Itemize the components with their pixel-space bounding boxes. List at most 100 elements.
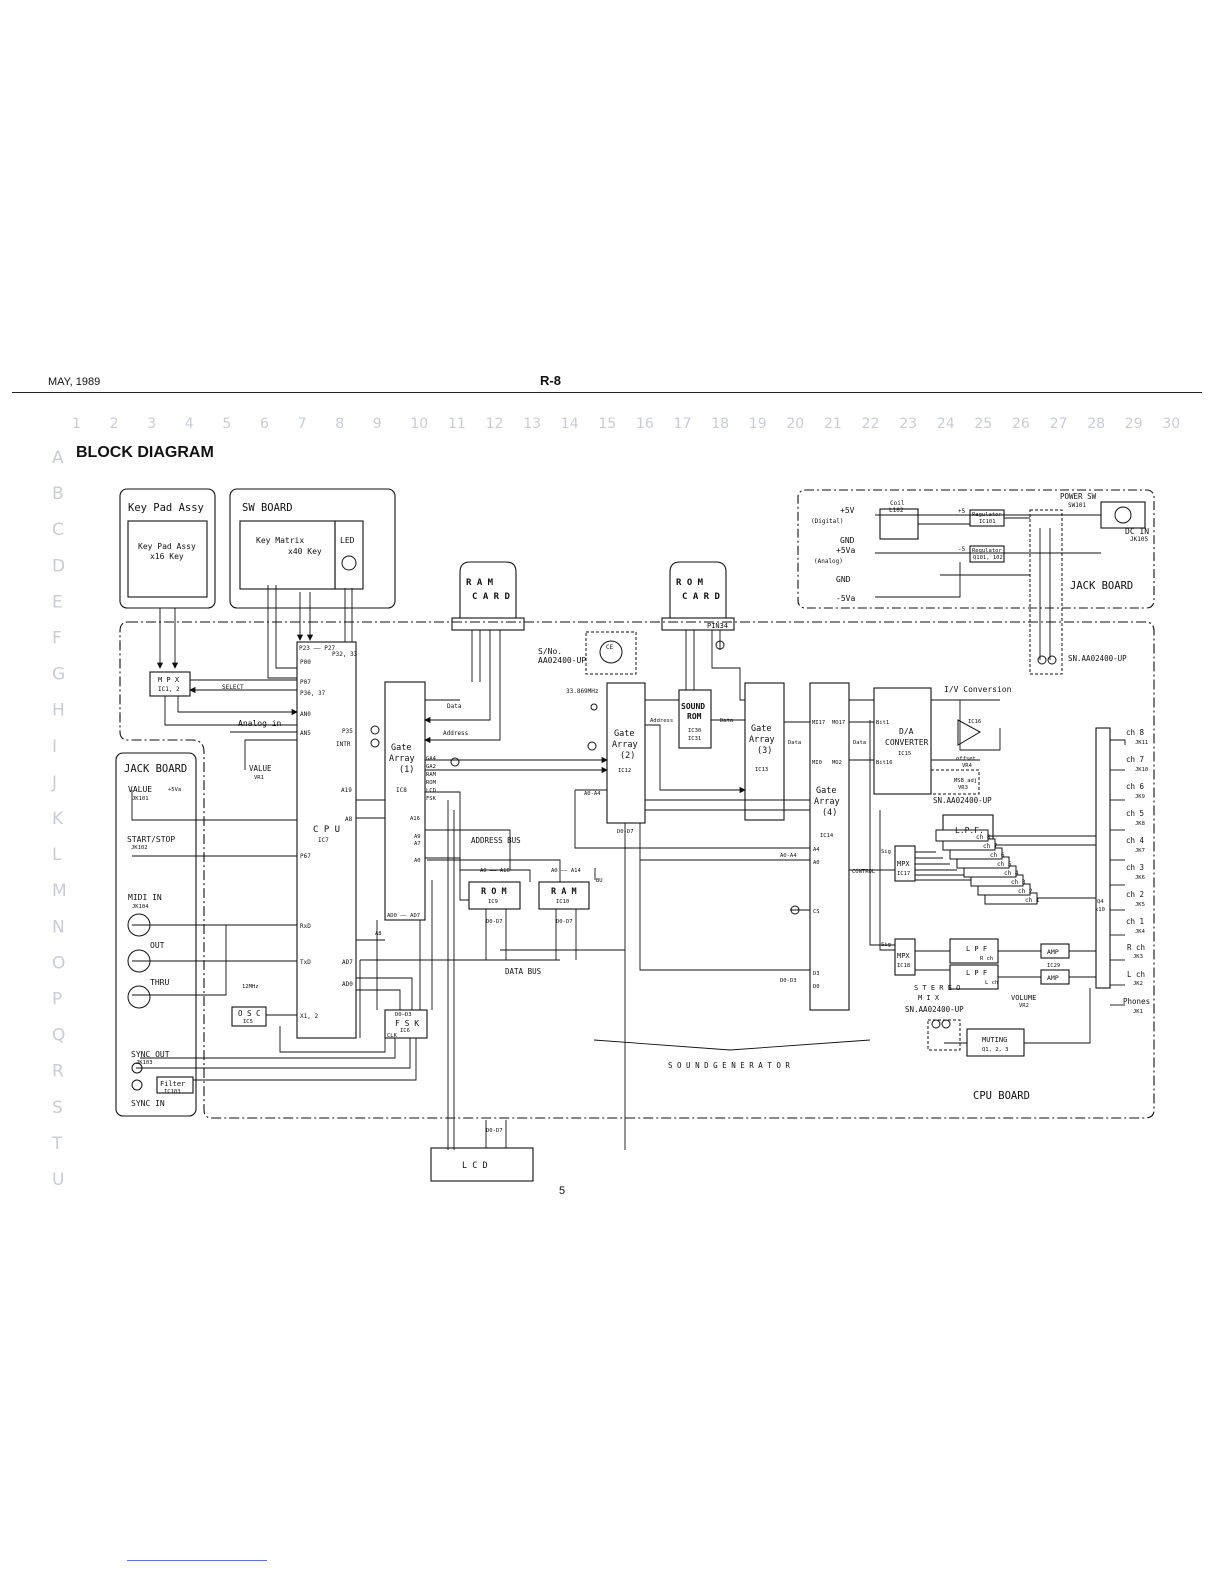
filter-ic: IC103: [164, 1089, 181, 1095]
lpf-label-ch8: ch 8: [976, 834, 991, 841]
a19-label: A19: [341, 787, 352, 794]
lpf-r-2: R ch: [980, 956, 993, 962]
muting-box: [966, 1028, 1025, 1057]
sync-out-label: SYNC OUT: [131, 1050, 170, 1059]
jack-jk6: JK6: [1135, 875, 1145, 881]
jk102-label: JK102: [131, 845, 148, 851]
grid-col-10: 10: [410, 416, 428, 432]
gate-array-2-box: [606, 682, 646, 824]
ram-addr: A0 —— A14: [551, 868, 581, 874]
mpx1-box: [149, 671, 191, 697]
a7-label: A7: [414, 841, 421, 847]
sound-gen-label: S O U N D G E N E R A T O R: [668, 1061, 790, 1070]
a0-label: A0: [414, 858, 421, 864]
reg1-1: Regulator: [972, 512, 1002, 518]
osc-1: O S C: [238, 1009, 261, 1018]
marker-1b-icon: [715, 640, 725, 650]
ram-ic: IC10: [556, 899, 569, 905]
dc-in-jack-icon: [1114, 506, 1132, 524]
start-stop-label: START/STOP: [127, 835, 175, 844]
marker-2-icon: [370, 738, 380, 748]
thru-label: THRU: [150, 978, 169, 987]
grid-row-N: N: [52, 917, 65, 937]
jack-jk4: JK4: [1135, 929, 1146, 935]
grid-col-23: 23: [899, 416, 917, 432]
filter-1: Filter: [160, 1080, 185, 1088]
sn3-label: SN.AA02400-UP: [905, 1005, 964, 1014]
out-ch8: ch 8: [1126, 728, 1145, 737]
mpx17-1: MPX: [897, 860, 910, 868]
out-ch6: ch 6: [1126, 782, 1145, 791]
lpf-label-ch2: ch 2: [1018, 888, 1033, 895]
grid-col-21: 21: [824, 416, 842, 432]
ga4-sig: GA4: [426, 756, 437, 762]
vr1-label: VR1: [254, 775, 264, 781]
a9-label: A9: [414, 834, 421, 840]
grid-col-2: 2: [110, 416, 119, 432]
fsk-box: [384, 1009, 428, 1039]
page-number: 5: [559, 1185, 566, 1197]
p67-label: P67: [300, 853, 311, 860]
keypad-inner2: x16 Key: [150, 552, 184, 561]
marker-2b-icon: [587, 741, 597, 751]
grid-col-17: 17: [674, 416, 692, 432]
out-ch3: ch 3: [1126, 863, 1144, 872]
out-label: OUT: [150, 941, 165, 950]
sw-board-title: SW BOARD: [242, 502, 293, 514]
grid-col-11: 11: [448, 416, 466, 432]
dc-in-label: DC IN: [1125, 527, 1149, 536]
gate-array-4-box: [809, 682, 850, 1011]
jk101-label: JK101: [132, 796, 149, 802]
select-label: SELECT: [222, 684, 244, 691]
msb-sn-box: [930, 769, 980, 795]
d3-label: D3: [813, 971, 820, 977]
jack-jk10: JK10: [1135, 767, 1148, 773]
grid-row-U: U: [52, 1170, 64, 1190]
fsk-ic: IC6: [400, 1028, 410, 1034]
rom-card-2: C A R D: [682, 592, 721, 602]
lcd-sig: LCD: [426, 788, 436, 794]
rom-1: R O M: [481, 887, 507, 897]
m5va-label: -5Va: [836, 594, 855, 603]
ram-bus: D0-D7: [556, 919, 573, 925]
rom-ic: IC9: [488, 899, 498, 905]
marker-5b-icon: [931, 1019, 941, 1029]
osc-ic: IC5: [243, 1019, 253, 1025]
ga2-3: (2): [620, 751, 635, 761]
grid-row-M: M: [52, 881, 67, 901]
ga4-ic: IC14: [820, 833, 834, 839]
grid-col-30: 30: [1162, 416, 1180, 432]
l-ch-label: L ch: [1127, 970, 1145, 979]
marker-1-icon: [370, 725, 380, 735]
grid-col-15: 15: [598, 416, 616, 432]
lpf-label-ch4: ch 4: [1004, 870, 1019, 877]
ic29-label: IC29: [1047, 963, 1060, 969]
sound-rom-ic1: IC30: [688, 728, 701, 734]
grid-row-C: C: [52, 520, 64, 540]
grid-row-P: P: [52, 990, 62, 1010]
jack-left-title: JACK BOARD: [124, 763, 187, 775]
ga1-3: (1): [399, 765, 414, 775]
lpf-label-ch5: ch 5: [997, 861, 1012, 868]
a8b-label: A8: [375, 931, 382, 937]
ga2-2: Array: [612, 740, 638, 750]
grid-col-1: 1: [72, 416, 81, 432]
rom-card-1: R O M: [676, 578, 704, 588]
osc-box: [231, 1006, 267, 1027]
dac-2: CONVERTER: [885, 738, 929, 747]
led-label: LED: [340, 536, 355, 545]
p3637-label: P36, 37: [300, 690, 326, 697]
grid-col-3: 3: [147, 416, 156, 432]
sound-rom-box: [678, 689, 712, 749]
grid-col-6: 6: [260, 416, 269, 432]
ram-card-box: [459, 561, 517, 618]
out-ch2: ch 2: [1126, 890, 1144, 899]
osc-freq: 12MHz: [242, 984, 259, 990]
ga2-1: Gate: [614, 729, 634, 739]
grid-col-18: 18: [711, 416, 729, 432]
a0-a4-label-2: A0-A4: [780, 853, 797, 859]
midi-in-label: MIDI IN: [128, 893, 162, 902]
power-sw-box: [1100, 501, 1146, 529]
